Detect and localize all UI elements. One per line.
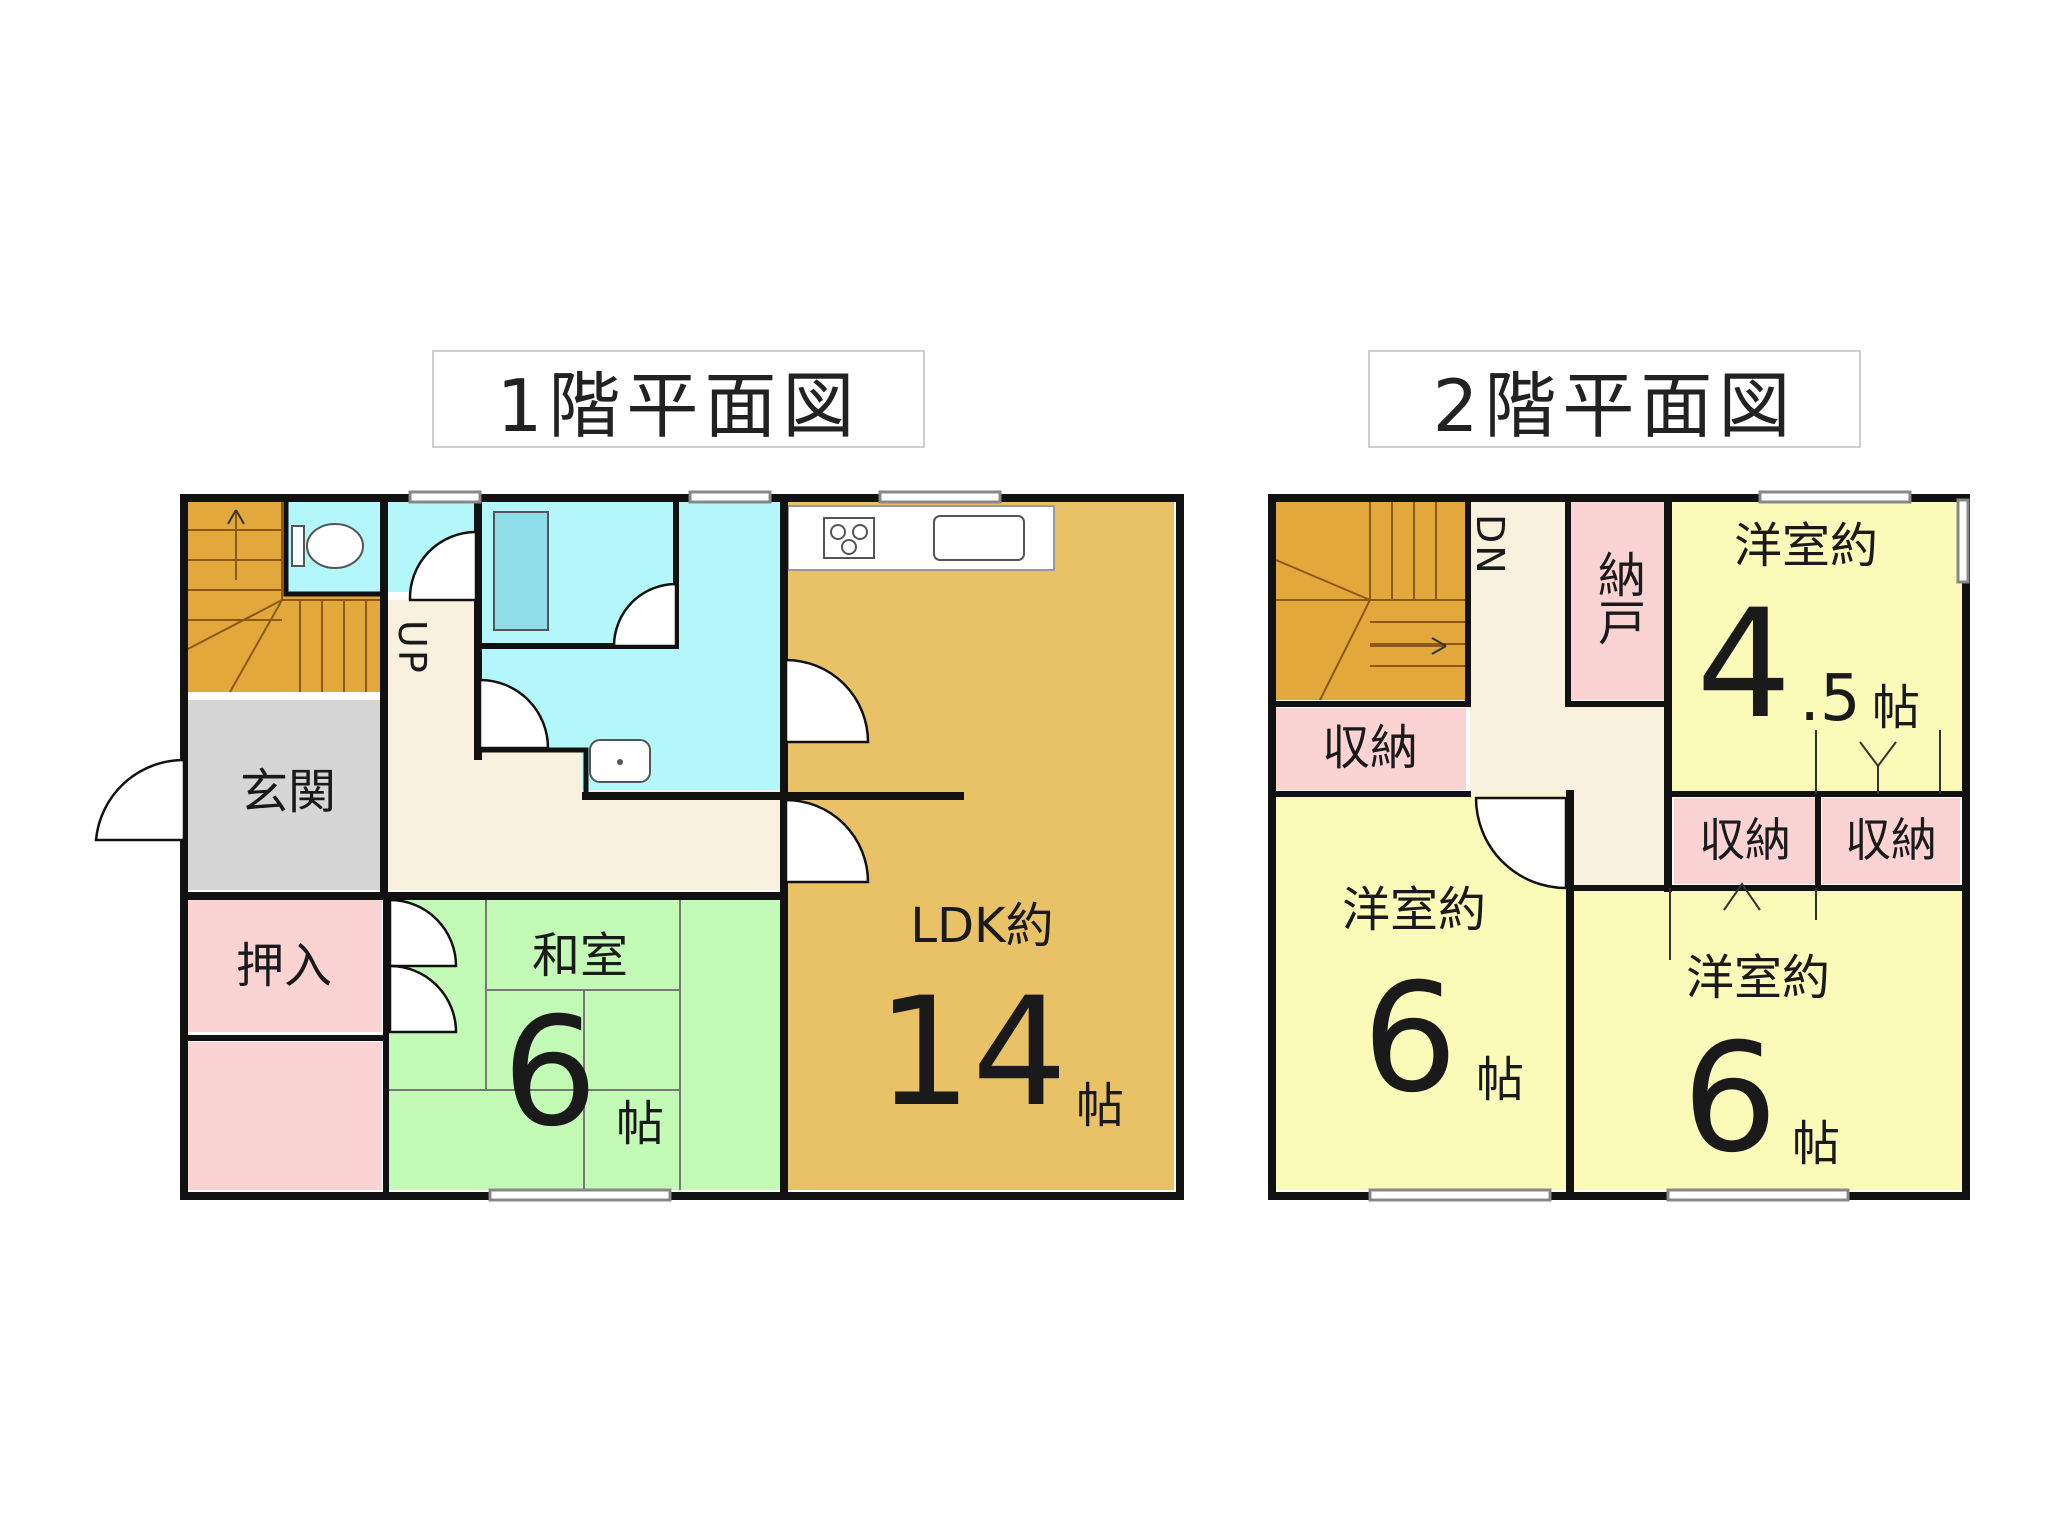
floor1-washitsu-unit: 帖: [616, 1096, 664, 1152]
floor1-title: 1階平面図: [432, 350, 925, 448]
floor2-storage-left-label: 収納: [1322, 720, 1418, 776]
floor1-stove-icon: [823, 517, 875, 559]
floor2-storage-left: [1276, 708, 1466, 790]
floor1-plan: UP 玄関 押入 和室 6 帖 LDK約 14 帖: [94, 490, 1184, 1202]
floor1-front-door[interactable]: [94, 758, 186, 842]
floor1-closet: [186, 900, 382, 1032]
floor2-room-b-label: 洋室約: [1342, 882, 1486, 938]
floor2-room-c-size: 6: [1682, 1012, 1777, 1186]
floor2-room-c: [1572, 888, 1962, 1190]
floor1-bath-door[interactable]: [612, 582, 678, 648]
floor1-stair-up-label: UP: [390, 620, 434, 675]
floor2-storage-right-label: 収納: [1845, 813, 1937, 867]
floor2-plan: DN 納戸 収納 収納 収納 洋室約 4 .5 帖 洋室約 6 帖 洋室約 6 …: [1268, 490, 1970, 1202]
floor1-washitsu-label: 和室: [532, 928, 628, 984]
floor2-title: 2階平面図: [1368, 350, 1861, 448]
floor2-room-c-closet-door-icon: [1723, 882, 1761, 911]
floor2-room-a-closet-door-icon: [1859, 741, 1897, 794]
floor2-storage-right: [1822, 798, 1960, 884]
floor1-bathtub-icon: [493, 511, 549, 631]
floor2-room-b-door[interactable]: [1474, 796, 1568, 890]
floor2-room-b-size: 6: [1362, 952, 1457, 1126]
floor1-ldk-unit: 帖: [1076, 1078, 1124, 1134]
floor1-hall: [386, 600, 782, 890]
floor2-nando: [1570, 500, 1664, 700]
floor2-nando-label: 納戸: [1589, 550, 1645, 646]
floor2-room-c-label: 洋室約: [1686, 950, 1830, 1006]
floor2-room-a-size: 4: [1696, 578, 1791, 752]
floor1-ldk-label: LDK約: [910, 898, 1053, 954]
floor1-entrance-label: 玄関: [240, 764, 336, 820]
floor1-tatami-lines: [388, 900, 681, 1190]
floor1-closet-label: 押入: [236, 938, 332, 994]
floor1-ldk-door-a[interactable]: [784, 658, 870, 744]
floor1-toilet-icon: [306, 523, 364, 569]
floor2-room-b-unit: 帖: [1476, 1052, 1524, 1108]
floor2-room-a-decimal: .5: [1799, 662, 1860, 736]
floor1-ldk-size: 14: [877, 966, 1068, 1140]
floor2-room-a-label: 洋室約: [1734, 518, 1878, 574]
floor1-washitsu-door-a[interactable]: [388, 898, 458, 968]
floor2-room-c-unit: 帖: [1792, 1116, 1840, 1172]
floor1-kitchen-sink-icon: [933, 515, 1025, 561]
floor2-storage-mid: [1674, 798, 1816, 884]
floor2-room-a-unit: 帖: [1872, 680, 1920, 736]
floor2-hall: [1470, 500, 1664, 888]
floor1-washitsu-size: 6: [502, 986, 597, 1160]
floor1-toilet-door[interactable]: [408, 530, 478, 602]
floor1-entrance: [186, 700, 386, 890]
floor2-storage-mid-label: 収納: [1699, 813, 1791, 867]
floor2-stair-dn-label: DN: [1468, 514, 1512, 576]
floor1-washroom-a: [672, 500, 782, 790]
floor1-stair-arrow-icon: [227, 509, 245, 525]
floor1-stair-steps: [185, 500, 386, 693]
floor1-washitsu-door-b[interactable]: [388, 964, 458, 1034]
floor2-stair-arrow-icon: [1431, 637, 1447, 655]
floor1-ldk-door-b[interactable]: [784, 798, 870, 884]
floor1-wash-door[interactable]: [478, 678, 550, 750]
floor1-closet-lower: [186, 1042, 382, 1190]
floor2-stair-steps: [1275, 500, 1466, 701]
